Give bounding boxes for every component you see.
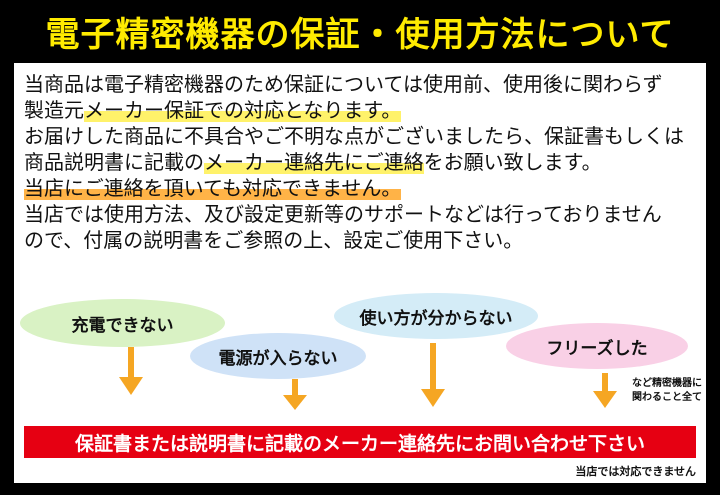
body-line-6: 当店では使用方法、及び設定更新等のサポートなどは行っておりません xyxy=(24,202,662,226)
note-text: など精密機器に 関わること全て xyxy=(616,377,702,405)
body-line-5: 当店にご連絡を頂いても対応できません。 xyxy=(24,175,402,201)
body-line-5-highlight: 当店にご連絡を頂いても対応できません。 xyxy=(24,176,402,200)
body-line-2a: 製造元 xyxy=(24,98,84,122)
body-line-1: 当商品は電子精密機器のため保証については使用前、使用後に関わらず xyxy=(24,72,663,96)
arrow-down-icon xyxy=(593,373,617,408)
body-line-4c: をお願い致します。 xyxy=(423,150,602,174)
body-line-4b-highlight: メーカー連絡先にご連絡 xyxy=(204,150,424,174)
contact-banner: 保証書または説明書に記載のメーカー連絡先にお問い合わせ下さい xyxy=(24,426,696,458)
body-line-4a: 商品説明書に記載の xyxy=(24,150,204,174)
bubble-power: 電源が入らない xyxy=(190,333,366,379)
content-panel: 当商品は電子精密機器のため保証については使用前、使用後に関わらず 製造元メーカー… xyxy=(14,63,706,483)
body-line-3: お届けした商品に不具合やご不明な点がございましたら、保証書もしくは xyxy=(24,124,684,148)
bubble-charge: 充電できない xyxy=(20,299,225,347)
body-line-2b-highlight: メーカー保証での対応となります。 xyxy=(84,98,402,122)
note-line-2: 関わること全て xyxy=(632,392,702,403)
footer-note: 当店では対応できません xyxy=(575,465,696,478)
bubble-freeze: フリーズした xyxy=(506,323,688,369)
arrow-down-icon xyxy=(119,347,143,395)
body-line-7: ので、付属の説明書をご参照の上、設定ご使用下さい。 xyxy=(24,228,524,252)
body-line-2: 製造元メーカー保証での対応となります。 xyxy=(24,97,402,123)
arrow-down-icon xyxy=(283,379,307,410)
arrow-down-icon xyxy=(421,343,445,407)
body-line-4: 商品説明書に記載のメーカー連絡先にご連絡をお願い致します。 xyxy=(24,149,602,175)
bubble-howto: 使い方が分からない xyxy=(334,293,538,339)
page-title: 電子精密機器の保証・使用方法について xyxy=(45,14,675,55)
note-line-1: など精密機器に xyxy=(632,378,702,389)
